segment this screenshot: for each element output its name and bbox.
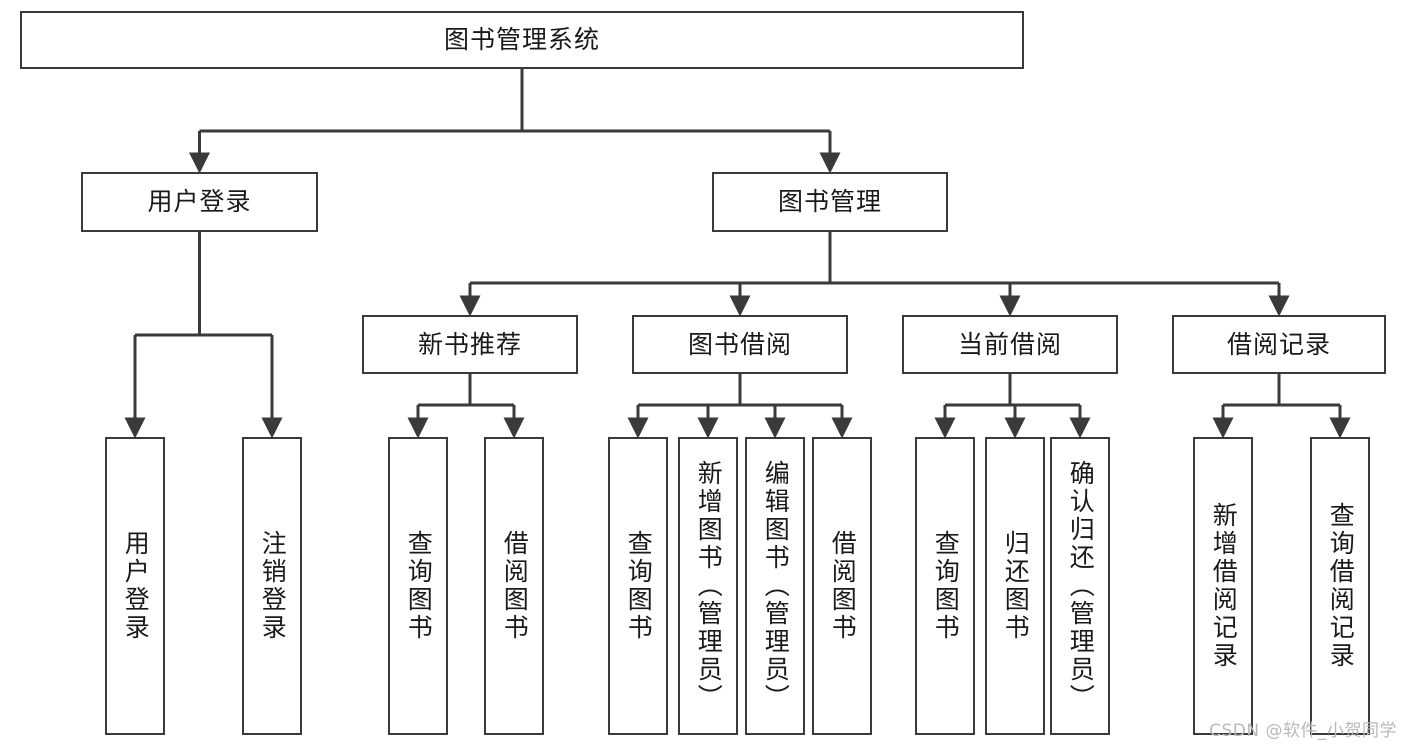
node-label: 编辑图书（管理员） [761,460,791,712]
node-root[interactable]: 图书管理系统 [20,11,1024,69]
node-label: 图书管理系统 [443,25,600,55]
node-user-login[interactable]: 用户登录 [81,172,318,232]
node-leaf-query-book-2[interactable]: 查询图书 [608,437,668,735]
node-leaf-edit-book[interactable]: 编辑图书（管理员） [745,437,805,735]
node-borrow-record[interactable]: 借阅记录 [1172,315,1386,374]
node-leaf-confirm-return[interactable]: 确认归还（管理员） [1050,437,1110,735]
node-leaf-query-book-1[interactable]: 查询图书 [388,437,448,735]
node-label: 借阅记录 [1226,329,1331,359]
node-label: 当前借阅 [957,329,1062,359]
node-leaf-add-record[interactable]: 新增借阅记录 [1193,437,1253,735]
node-label: 注销登录 [258,530,288,642]
node-label: 新增借阅记录 [1209,502,1239,670]
node-leaf-borrow-book-1[interactable]: 借阅图书 [484,437,544,735]
node-label: 查询图书 [624,530,654,642]
node-label: 图书借阅 [687,329,792,359]
node-label: 借阅图书 [828,530,858,642]
node-leaf-user-login[interactable]: 用户登录 [105,437,165,735]
node-label: 用户登录 [147,187,252,217]
node-leaf-user-logout[interactable]: 注销登录 [242,437,302,735]
node-label: 图书管理 [777,187,882,217]
node-leaf-return-book[interactable]: 归还图书 [985,437,1045,735]
node-leaf-add-book[interactable]: 新增图书（管理员） [678,437,738,735]
node-label: 新增图书（管理员） [694,460,724,712]
node-book-borrow[interactable]: 图书借阅 [632,315,848,374]
node-leaf-query-record[interactable]: 查询借阅记录 [1310,437,1370,735]
node-label: 用户登录 [121,530,151,642]
node-book-manage[interactable]: 图书管理 [712,172,948,232]
node-current-borrow[interactable]: 当前借阅 [902,315,1118,374]
node-label: 归还图书 [1001,530,1031,642]
node-leaf-borrow-book-2[interactable]: 借阅图书 [812,437,872,735]
node-label: 查询图书 [404,530,434,642]
node-label: 确认归还（管理员） [1066,460,1096,712]
node-label: 新书推荐 [417,329,522,359]
node-label: 查询图书 [931,530,961,642]
node-leaf-query-book-3[interactable]: 查询图书 [915,437,975,735]
node-new-book-rec[interactable]: 新书推荐 [362,315,578,374]
node-label: 查询借阅记录 [1326,502,1356,670]
node-label: 借阅图书 [500,530,530,642]
